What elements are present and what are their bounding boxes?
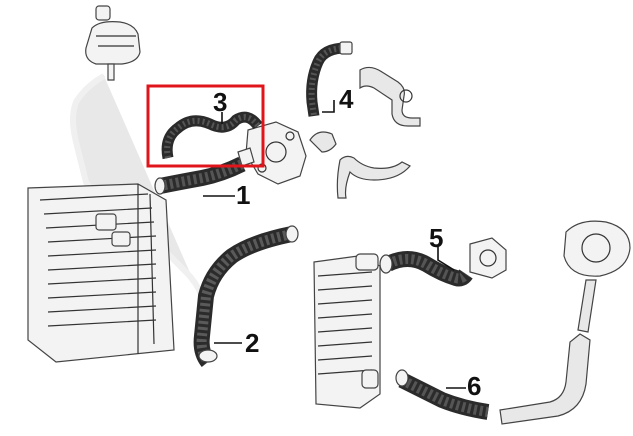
upper-pipe-assembly: [309, 66, 421, 199]
hose-2: [193, 225, 299, 367]
hose-3: [161, 111, 263, 160]
expansion-tank: [85, 5, 141, 81]
callout-4: 4: [339, 84, 354, 114]
intercooler: [313, 253, 381, 409]
hose-1: [154, 156, 246, 195]
highlight-box: [146, 84, 265, 168]
callout-3: 3: [213, 87, 227, 117]
callout-1: 1: [236, 180, 250, 210]
turbo-pipe: [499, 220, 631, 425]
leader-line-5: [437, 246, 455, 271]
hose-4: [306, 41, 353, 117]
throttle-body: [469, 237, 507, 279]
thermostat-housing: [237, 121, 307, 185]
callout-6: 6: [467, 371, 481, 401]
hose-5: [379, 251, 473, 287]
callout-2: 2: [245, 328, 259, 358]
radiator: [27, 183, 175, 363]
callout-5: 5: [429, 223, 443, 253]
hose-6: [395, 369, 490, 420]
leader-line-4: [322, 100, 335, 113]
